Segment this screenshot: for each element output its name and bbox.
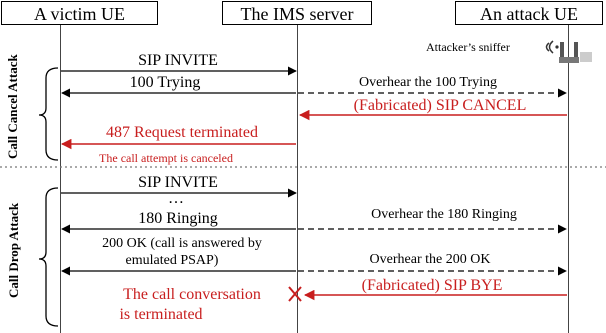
ims-lifeline (297, 24, 298, 333)
victim-ue-label: A victim UE (34, 4, 125, 24)
msg-200-ok-line2: emulated PSAP) (125, 253, 219, 268)
ims-server-label: The IMS server (240, 4, 354, 24)
msg-overhear-180-ringing: Overhear the 180 Ringing (371, 207, 517, 222)
attack-ue-box: An attack UE (455, 1, 603, 25)
msg-180-ringing: 180 Ringing (138, 210, 218, 227)
msg-ellipsis: … (168, 190, 184, 207)
msg-200-ok-line1: 200 OK (call is answered by (102, 236, 262, 251)
cancel-brace (38, 67, 59, 161)
msg-sip-invite-2: SIP INVITE (138, 174, 218, 191)
note-call-attempt-canceled: The call attempt is canceled (99, 151, 233, 165)
msg-100-trying: 100 Trying (129, 74, 201, 91)
sniffer-label: Attacker’s sniffer (426, 40, 510, 54)
call-drop-attack-label: Call Drop Attack (6, 202, 21, 298)
sniffer-antenna-icon (545, 40, 592, 63)
attack-ue-label: An attack UE (480, 4, 578, 24)
msg-fabricated-sip-cancel: (Fabricated) SIP CANCEL (353, 97, 527, 114)
drop-brace (38, 187, 59, 327)
ims-server-box: The IMS server (222, 1, 372, 25)
msg-sip-invite-1: SIP INVITE (138, 52, 218, 69)
cross-icon (288, 286, 302, 302)
victim-ue-box: A victim UE (1, 1, 158, 25)
note-call-conversation-line1: The call conversation (123, 286, 261, 303)
msg-fabricated-sip-bye: (Fabricated) SIP BYE (361, 277, 503, 294)
attacker-lifeline (568, 24, 569, 333)
call-cancel-attack-label: Call Cancel Attack (5, 54, 20, 159)
msg-487-request-terminated: 487 Request terminated (106, 124, 258, 141)
victim-lifeline (60, 24, 61, 333)
note-call-conversation-line2: is terminated (119, 306, 203, 323)
msg-overhear-200-ok: Overhear the 200 OK (369, 252, 491, 267)
msg-overhear-100-trying: Overhear the 100 Trying (358, 75, 498, 90)
